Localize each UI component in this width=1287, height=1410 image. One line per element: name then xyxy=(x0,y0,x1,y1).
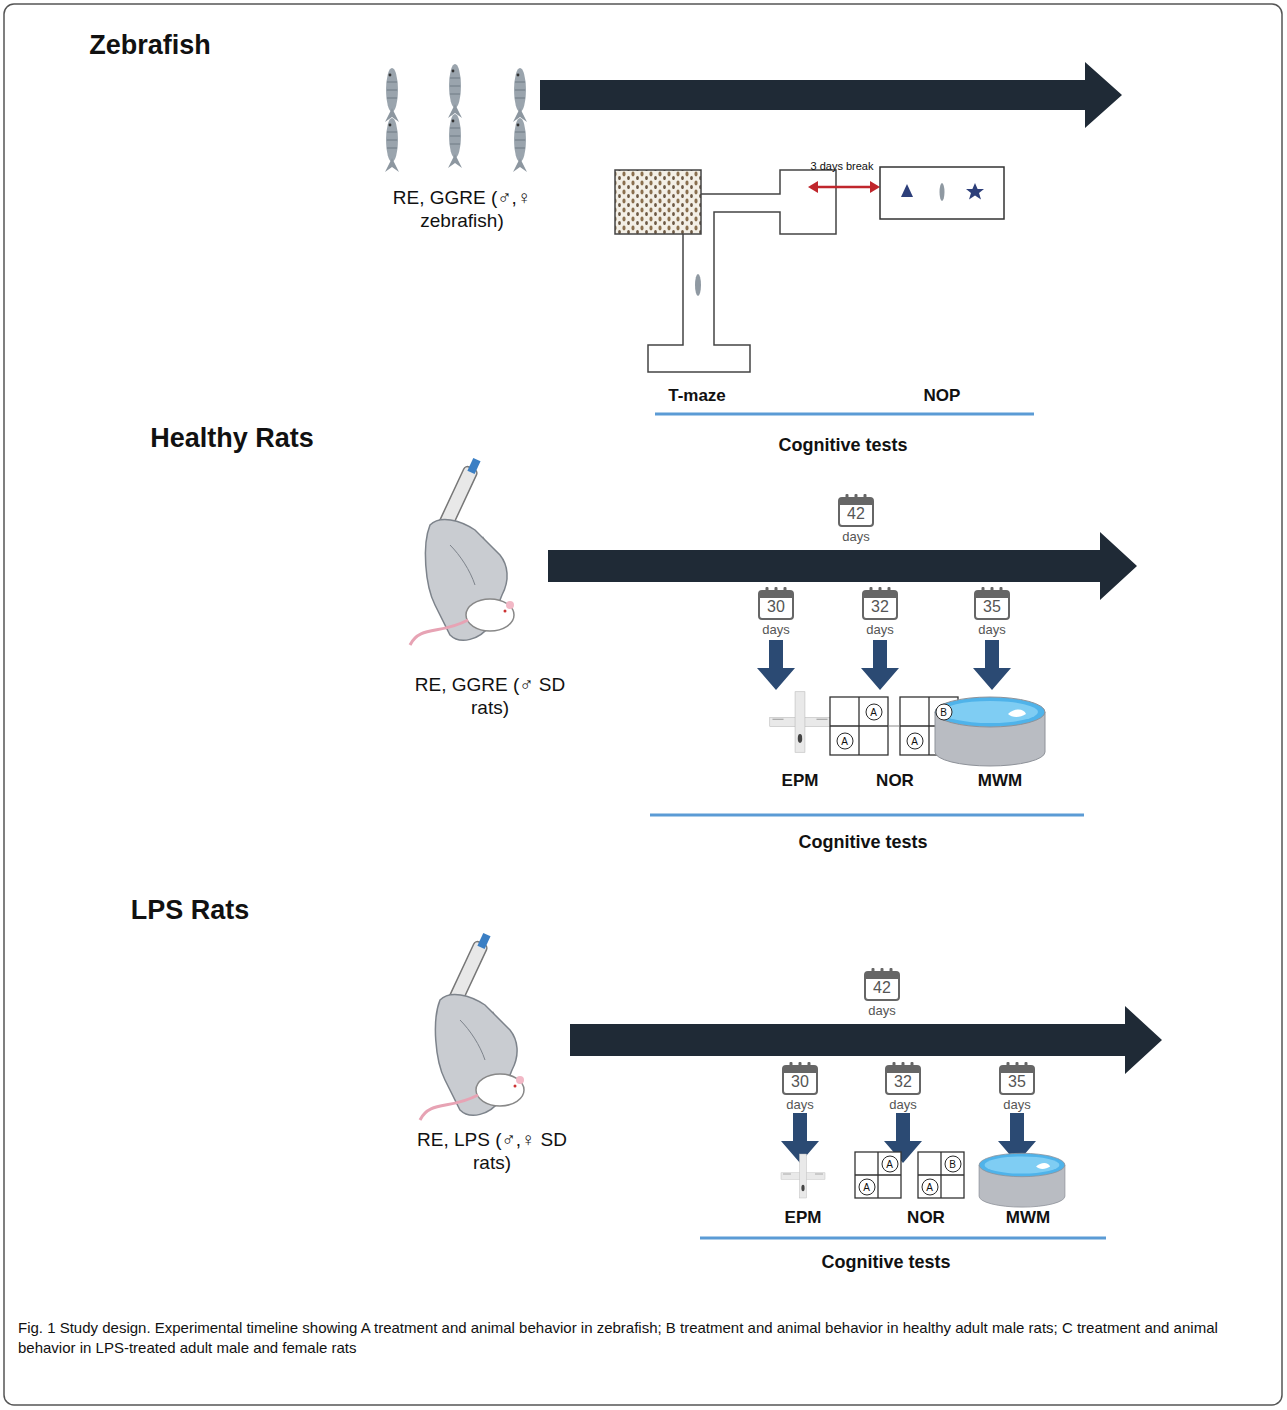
test-label: MWM xyxy=(1006,1208,1050,1228)
test-label: MWM xyxy=(978,771,1022,791)
object-marker: A xyxy=(881,1155,898,1172)
object-marker: A xyxy=(858,1178,875,1195)
day-number: 42 xyxy=(862,966,902,1002)
day-number: 42 xyxy=(836,492,876,528)
day-unit: days xyxy=(860,622,900,637)
panel-heading: Healthy Rats xyxy=(150,422,314,454)
calendar-icon: 35days xyxy=(997,1060,1037,1112)
test-label: NOR xyxy=(907,1208,945,1228)
object-marker: A xyxy=(921,1178,938,1195)
figure-caption: Fig. 1 Study design. Experimental timeli… xyxy=(18,1318,1268,1359)
test-label: EPM xyxy=(782,771,819,791)
interval-label: 3 days break xyxy=(811,160,874,173)
object-letter: A xyxy=(926,1181,933,1192)
object-letter: A xyxy=(841,735,848,746)
test-label: EPM xyxy=(785,1208,822,1228)
day-unit: days xyxy=(756,622,796,637)
object-marker: B xyxy=(935,703,952,720)
calendar-icon: 42days xyxy=(836,492,876,544)
test-label: T-maze xyxy=(668,386,726,406)
day-number: 32 xyxy=(883,1060,923,1096)
object-letter: A xyxy=(911,735,918,746)
object-letter: B xyxy=(940,706,947,717)
object-letter: A xyxy=(886,1158,893,1169)
day-number: 30 xyxy=(780,1060,820,1096)
object-marker: B xyxy=(944,1155,961,1172)
object-marker: A xyxy=(865,703,882,720)
day-unit: days xyxy=(836,529,876,544)
treatment-label: RE, GGRE (♂ SD rats) xyxy=(410,674,570,720)
day-number: 35 xyxy=(972,585,1012,621)
day-unit: days xyxy=(972,622,1012,637)
panel-heading: LPS Rats xyxy=(131,894,250,926)
calendar-icon: 30days xyxy=(756,585,796,637)
day-unit: days xyxy=(780,1097,820,1112)
object-marker: A xyxy=(906,732,923,749)
day-number: 32 xyxy=(860,585,900,621)
section-label: Cognitive tests xyxy=(778,435,907,457)
test-label: NOR xyxy=(876,771,914,791)
panel-heading: Zebrafish xyxy=(89,29,211,61)
day-unit: days xyxy=(997,1097,1037,1112)
day-number: 30 xyxy=(756,585,796,621)
section-label: Cognitive tests xyxy=(821,1252,950,1274)
calendar-icon: 35days xyxy=(972,585,1012,637)
day-unit: days xyxy=(883,1097,923,1112)
object-letter: A xyxy=(870,706,877,717)
test-label: NOP xyxy=(924,386,961,406)
object-marker: A xyxy=(836,732,853,749)
section-label: Cognitive tests xyxy=(798,832,927,854)
day-number: 35 xyxy=(997,1060,1037,1096)
calendar-icon: 42days xyxy=(862,966,902,1018)
object-letter: B xyxy=(949,1158,956,1169)
calendar-icon: 30days xyxy=(780,1060,820,1112)
calendar-icon: 32days xyxy=(860,585,900,637)
treatment-label: RE, LPS (♂,♀ SD rats) xyxy=(412,1129,572,1175)
object-letter: A xyxy=(863,1181,870,1192)
treatment-label: RE, GGRE (♂,♀ zebrafish) xyxy=(382,187,542,233)
calendar-icon: 32days xyxy=(883,1060,923,1112)
day-unit: days xyxy=(862,1003,902,1018)
